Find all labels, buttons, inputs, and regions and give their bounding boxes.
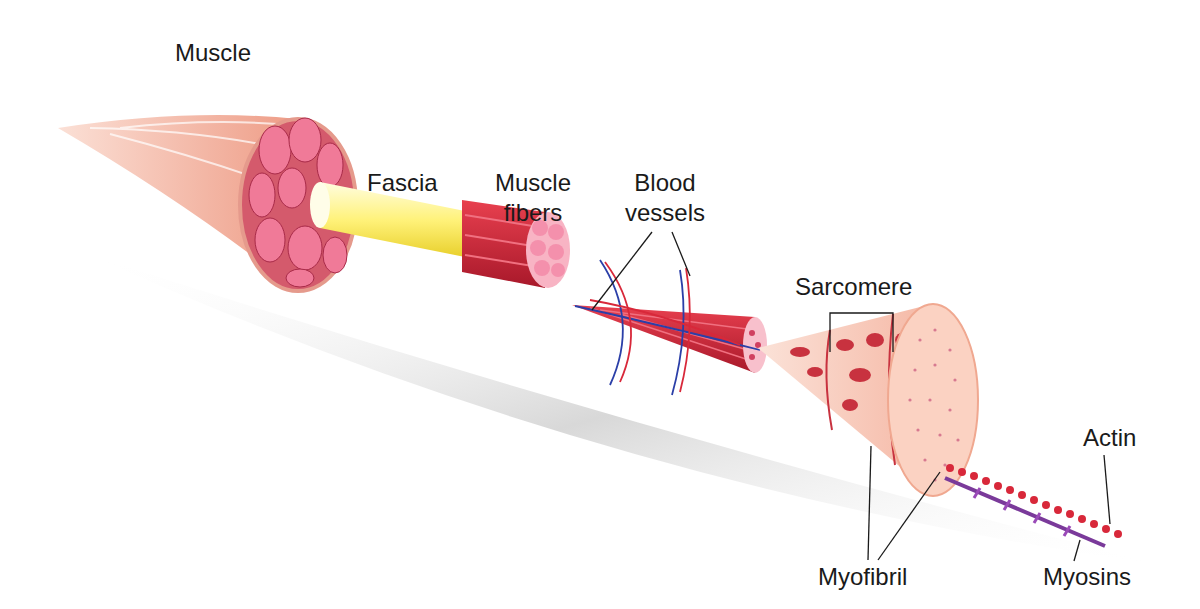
part-label: Fascia — [367, 168, 438, 198]
actin-myosin-strand — [945, 464, 1122, 546]
part-label: Muscle — [175, 38, 251, 68]
part-label: Sarcomere — [795, 272, 912, 302]
part-label: Blood vessels — [612, 168, 718, 228]
muscle-fiber — [572, 305, 767, 373]
floor-shadow — [90, 255, 1160, 565]
part-label: Muscle fibers — [478, 168, 588, 228]
myofibril-shape — [758, 304, 978, 496]
part-label: Myosins — [1043, 562, 1131, 592]
part-label: Myofibril — [818, 562, 907, 592]
leader-lines — [592, 232, 1110, 561]
blood-vessels — [575, 260, 760, 395]
part-label: Actin — [1083, 423, 1136, 453]
muscle-shape — [58, 115, 356, 291]
